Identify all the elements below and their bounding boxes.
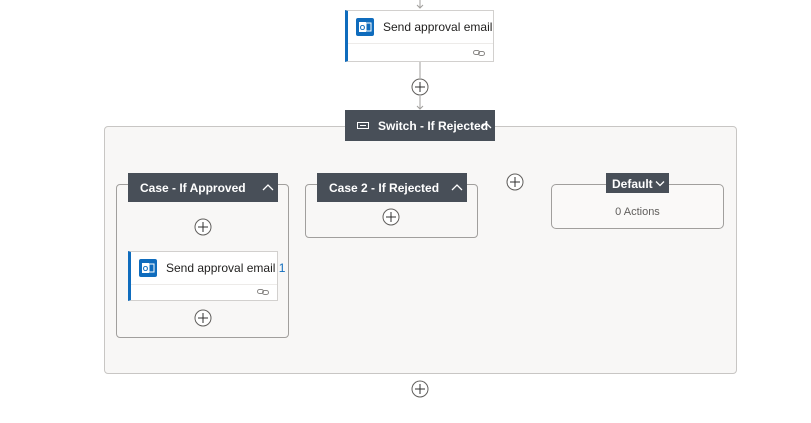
link-icon [473,50,485,56]
outlook-icon: O [139,259,157,277]
zero-actions-label: 0 Actions [615,206,660,218]
chevron-up-icon[interactable] [451,183,463,191]
add-action-button[interactable] [194,309,212,327]
case-if-rejected-header[interactable]: Case 2 - If Rejected [317,173,467,202]
default-title: Default [612,177,653,191]
chevron-up-icon[interactable] [480,121,492,129]
link-icon [257,289,269,295]
add-action-button[interactable] [382,208,400,226]
case-if-approved-header[interactable]: Case - If Approved [128,173,278,202]
switch-header[interactable]: Switch - If Rejected [345,110,495,141]
case-title: Case 2 - If Rejected [329,181,440,195]
add-case-button[interactable] [506,173,524,191]
add-action-button[interactable] [411,380,429,398]
svg-text:O: O [143,266,149,273]
send-approval-email-1-card[interactable]: O Send approval email 1 [128,251,285,301]
outlook-icon: O [356,18,374,36]
send-approval-email-card[interactable]: O Send approval email [345,10,494,62]
card-divider [131,284,277,285]
switch-icon [357,122,369,129]
card-title: Send approval email [383,20,493,34]
card-divider [348,43,493,44]
case-title: Case - If Approved [140,181,246,195]
add-action-button[interactable] [194,218,212,236]
card-header: O Send approval email [356,18,492,36]
chevron-down-icon[interactable] [655,180,665,187]
switch-title: Switch - If Rejected [378,119,489,133]
svg-text:O: O [360,25,366,32]
card-title: Send approval email 1 [166,261,286,275]
chevron-up-icon[interactable] [262,183,274,191]
add-action-button[interactable] [411,78,429,96]
default-case-header[interactable]: Default [606,173,669,193]
card-header: O Send approval email 1 [139,259,285,277]
card-title-suffix: 1 [278,261,286,275]
